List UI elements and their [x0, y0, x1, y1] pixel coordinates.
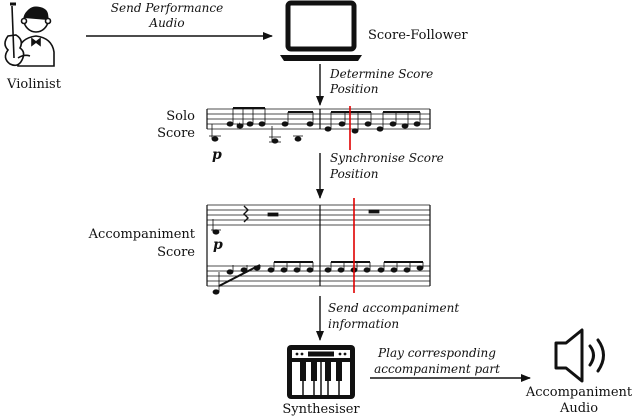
edge-label-synchronise-2: Position — [329, 167, 378, 181]
edge-label-send-audio-2: Audio — [148, 16, 184, 30]
accompaniment-score-label-2: Score — [157, 245, 195, 260]
edge-label-send-accompaniment-1: Send accompaniment — [328, 301, 459, 315]
accompaniment-audio-label-2: Audio — [559, 401, 598, 416]
edge-label-determine-1: Determine Score — [329, 67, 433, 81]
solo-score-label-2: Score — [157, 126, 195, 141]
edge-label-send-audio-1: Send Performance — [111, 1, 223, 15]
accompaniment-score — [206, 204, 431, 295]
accompaniment-dynamic-marking: p — [213, 237, 223, 253]
svg-text:♯: ♯ — [236, 121, 241, 132]
solo-score-label-1: Solo — [166, 109, 195, 124]
accompaniment-audio-label-1: Accompaniment — [525, 385, 633, 400]
laptop-icon — [280, 0, 362, 61]
solo-score: ♯ — [206, 107, 431, 144]
edge-label-determine-2: Position — [329, 82, 378, 96]
edge-label-play-2: accompaniment part — [374, 362, 500, 376]
violinist-label: Violinist — [6, 77, 62, 92]
solo-dynamic-marking: p — [212, 147, 222, 163]
violinist-icon — [4, 2, 55, 67]
edge-label-send-accompaniment-2: information — [328, 317, 399, 331]
speaker-icon — [554, 328, 605, 383]
accompaniment-score-label-1: Accompaniment — [88, 227, 196, 242]
synthesiser-label: Synthesiser — [282, 402, 360, 417]
edge-label-synchronise-1: Synchronise Score — [330, 151, 444, 165]
keyboard-synth-icon — [287, 345, 355, 399]
score-follower-label: Score-Follower — [368, 28, 468, 43]
edge-label-play-1: Play corresponding — [377, 346, 496, 360]
